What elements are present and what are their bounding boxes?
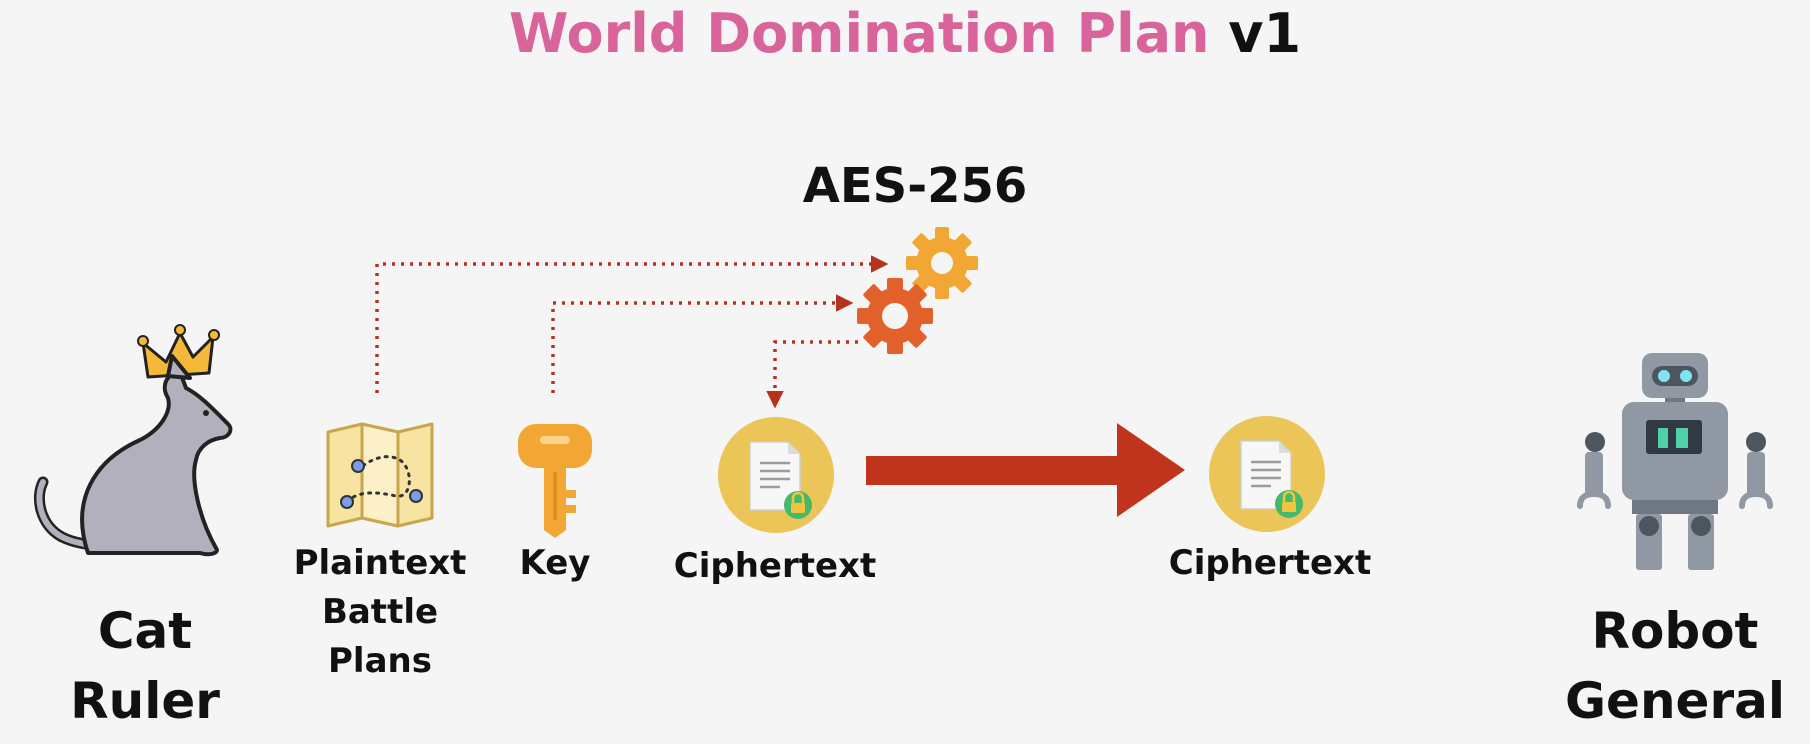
gears-icon [857, 227, 978, 354]
plaintext-to-engine-line [375, 255, 889, 393]
sender-label-line-1: Cat [97, 602, 193, 660]
locked-document-icon [718, 417, 834, 533]
key-to-engine-line [551, 294, 854, 393]
plaintext-label-line-2: Battle [321, 592, 439, 632]
crown-icon [141, 331, 215, 379]
plaintext-label-line-3: Plans [328, 641, 432, 681]
key-label: Key [519, 543, 591, 583]
gear-light-icon [906, 227, 978, 299]
sender-label: Cat Ruler [45, 596, 245, 736]
key-icon [518, 424, 592, 538]
ciphertext-sent-label: Ciphertext [1168, 543, 1372, 583]
ciphertext-local-label: Ciphertext [673, 546, 877, 586]
arrow-right-icon [866, 423, 1185, 517]
map-icon [326, 422, 434, 528]
receiver-label-line-2: General [1565, 672, 1785, 730]
receiver-label-line-1: Robot [1591, 602, 1759, 660]
sender-label-line-2: Ruler [70, 672, 220, 730]
algorithm-label: AES-256 [802, 158, 1028, 214]
robot-icon [1577, 353, 1773, 570]
receiver-label: Robot General [1560, 596, 1790, 736]
title-version: v1 [1228, 2, 1302, 65]
plaintext-label-line-1: Plaintext [293, 543, 467, 583]
locked-document-icon [1209, 416, 1325, 532]
page-title: World Domination Plan v1 [0, 2, 1810, 66]
engine-to-ciphertext-line [766, 340, 858, 409]
plaintext-label: Plaintext Battle Plans [280, 539, 480, 686]
crowned-cat-icon [33, 324, 233, 557]
title-main: World Domination Plan [508, 2, 1210, 65]
gear-dark-icon [857, 278, 933, 354]
